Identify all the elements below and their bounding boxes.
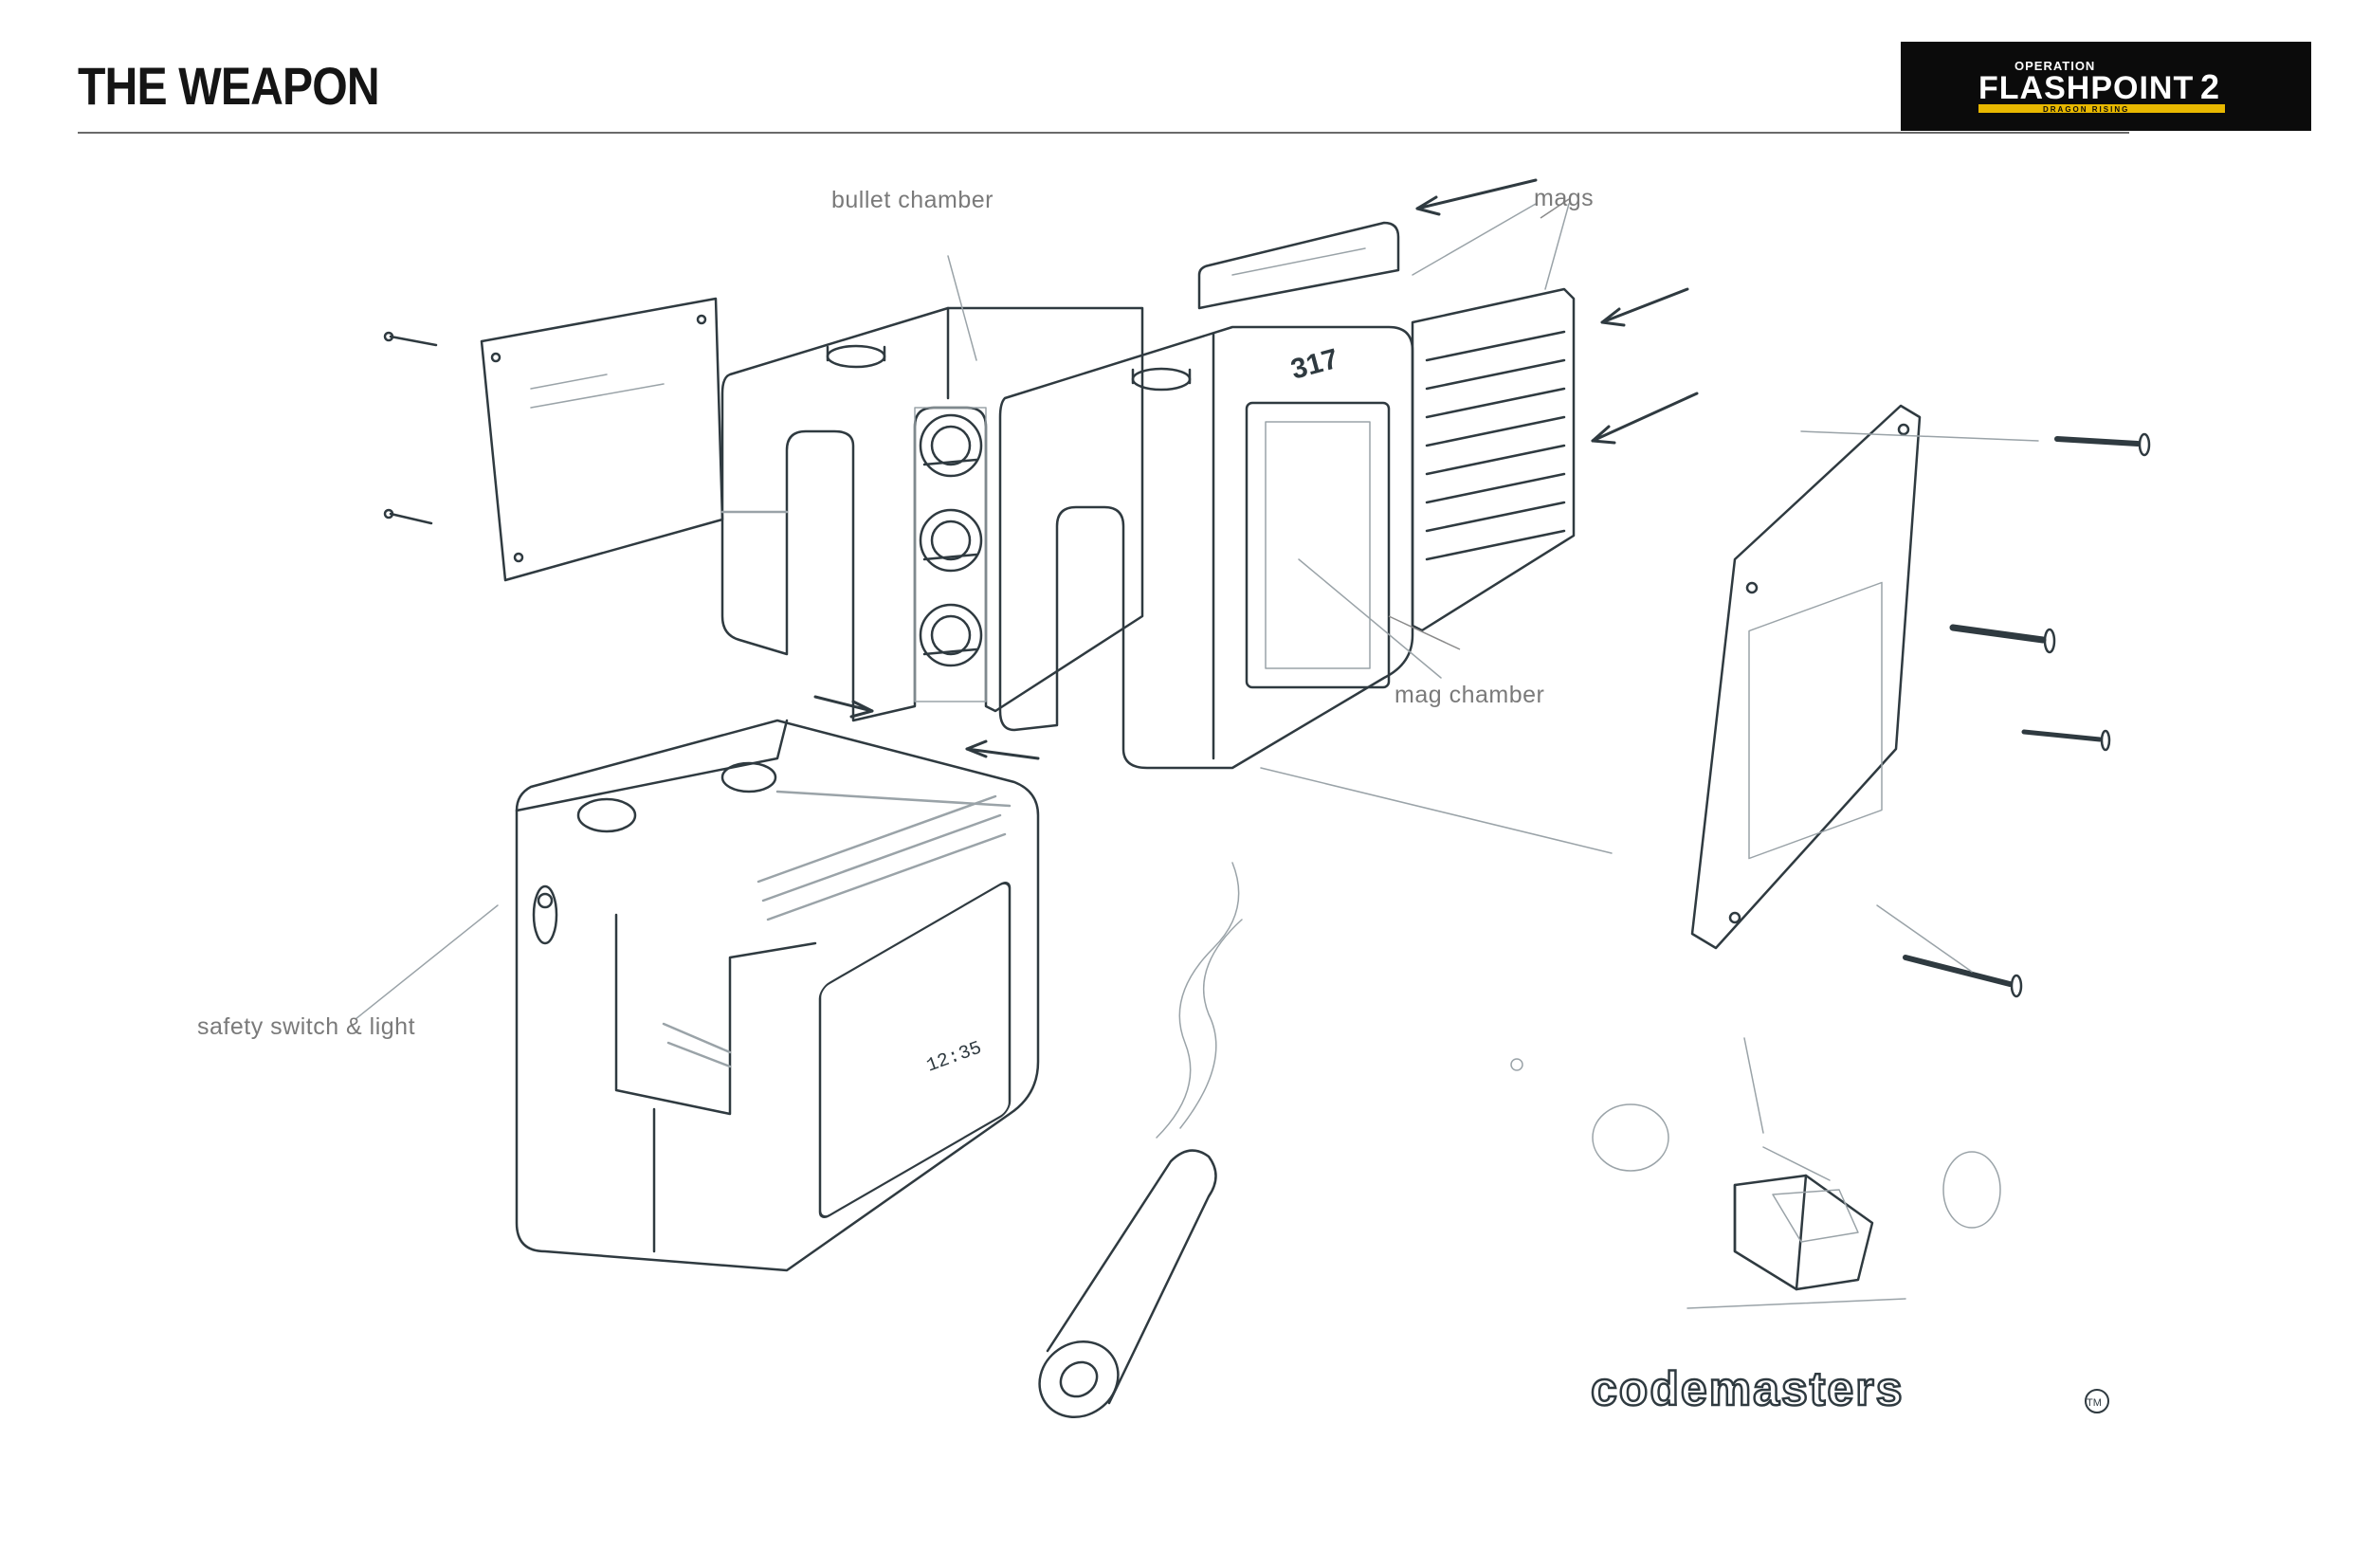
front-u-block xyxy=(720,306,1144,722)
header-divider xyxy=(78,132,2129,134)
insertion-arrows xyxy=(813,178,1699,760)
construction-lines xyxy=(355,203,2039,1181)
codemasters-watermark: codemasters TM xyxy=(1590,1361,2109,1416)
left-side-panel xyxy=(480,297,724,582)
screw-right-4 xyxy=(1903,955,2023,998)
logo-top-text: OPERATION xyxy=(2014,59,2095,73)
screw-right-3 xyxy=(2021,729,2111,752)
screw-right-2 xyxy=(1949,624,2056,654)
trademark-symbol: TM xyxy=(2087,1397,2102,1409)
callout-mag-chamber: mag chamber xyxy=(1395,682,1545,708)
codemasters-wordmark: codemasters xyxy=(1591,1362,1905,1415)
logo-number: 2 xyxy=(2200,67,2219,106)
callout-mags: mags xyxy=(1534,185,1595,211)
logo-main-text: FLASHPOINT xyxy=(1978,70,2194,106)
logo-accent-bar xyxy=(1978,104,2225,113)
rear-u-block: 317 xyxy=(998,325,1414,770)
upper-magazine xyxy=(1197,221,1400,310)
game-logo: OPERATION FLASHPOINT 2 DRAGON RISING xyxy=(1901,42,2311,131)
right-side-panel xyxy=(1690,404,1922,950)
screw-bottom-left xyxy=(383,508,433,525)
side-magazine xyxy=(1411,287,1576,632)
screw-right-1 xyxy=(2054,432,2151,457)
screw-top-left xyxy=(383,331,438,347)
callout-bullet-chamber: bullet chamber xyxy=(831,187,994,213)
codemasters-mini-sketch xyxy=(1510,1058,2001,1309)
bullet-cartridge xyxy=(1038,862,1243,1418)
bullet-chamber-rounds xyxy=(914,407,987,702)
rear-block-part-number: 317 xyxy=(1287,343,1341,386)
logo-sub-text: DRAGON RISING xyxy=(2043,105,2129,114)
display-readout: 12:35 xyxy=(924,1037,985,1077)
callout-safety-switch: safety switch & light xyxy=(197,1013,416,1040)
callout-leaders xyxy=(1388,198,1570,650)
page-title: THE WEAPON xyxy=(78,56,380,116)
lower-receiver-block: 12:35 xyxy=(515,719,1040,1272)
